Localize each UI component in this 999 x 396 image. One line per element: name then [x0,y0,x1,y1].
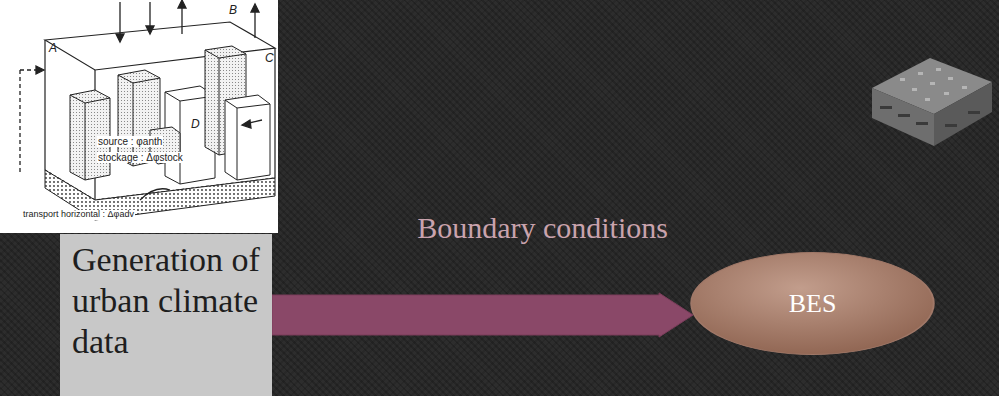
edge-label: Boundary conditions [417,211,668,245]
building-model [872,58,992,146]
sketch-paper [0,0,278,233]
control-volume [45,22,275,200]
building-blocks [70,46,270,184]
corner-letter: A [48,42,58,55]
flux-label: stockage : Δφstock [97,152,184,163]
flux-label: source : φanth [97,136,163,147]
node-text: BES [710,288,915,319]
block-arrow [272,293,693,337]
corner-letter: D [190,118,201,131]
process-ellipse: BES [690,252,935,355]
corner-letter: B [228,4,238,17]
process-box: Generation of urban climate data [60,234,272,396]
node-text: Generation of urban climate data [72,240,260,362]
flux-label: transport horizontal : Δφadv [22,210,135,220]
flux-arrows [20,0,262,200]
corner-letter: C [264,52,275,65]
